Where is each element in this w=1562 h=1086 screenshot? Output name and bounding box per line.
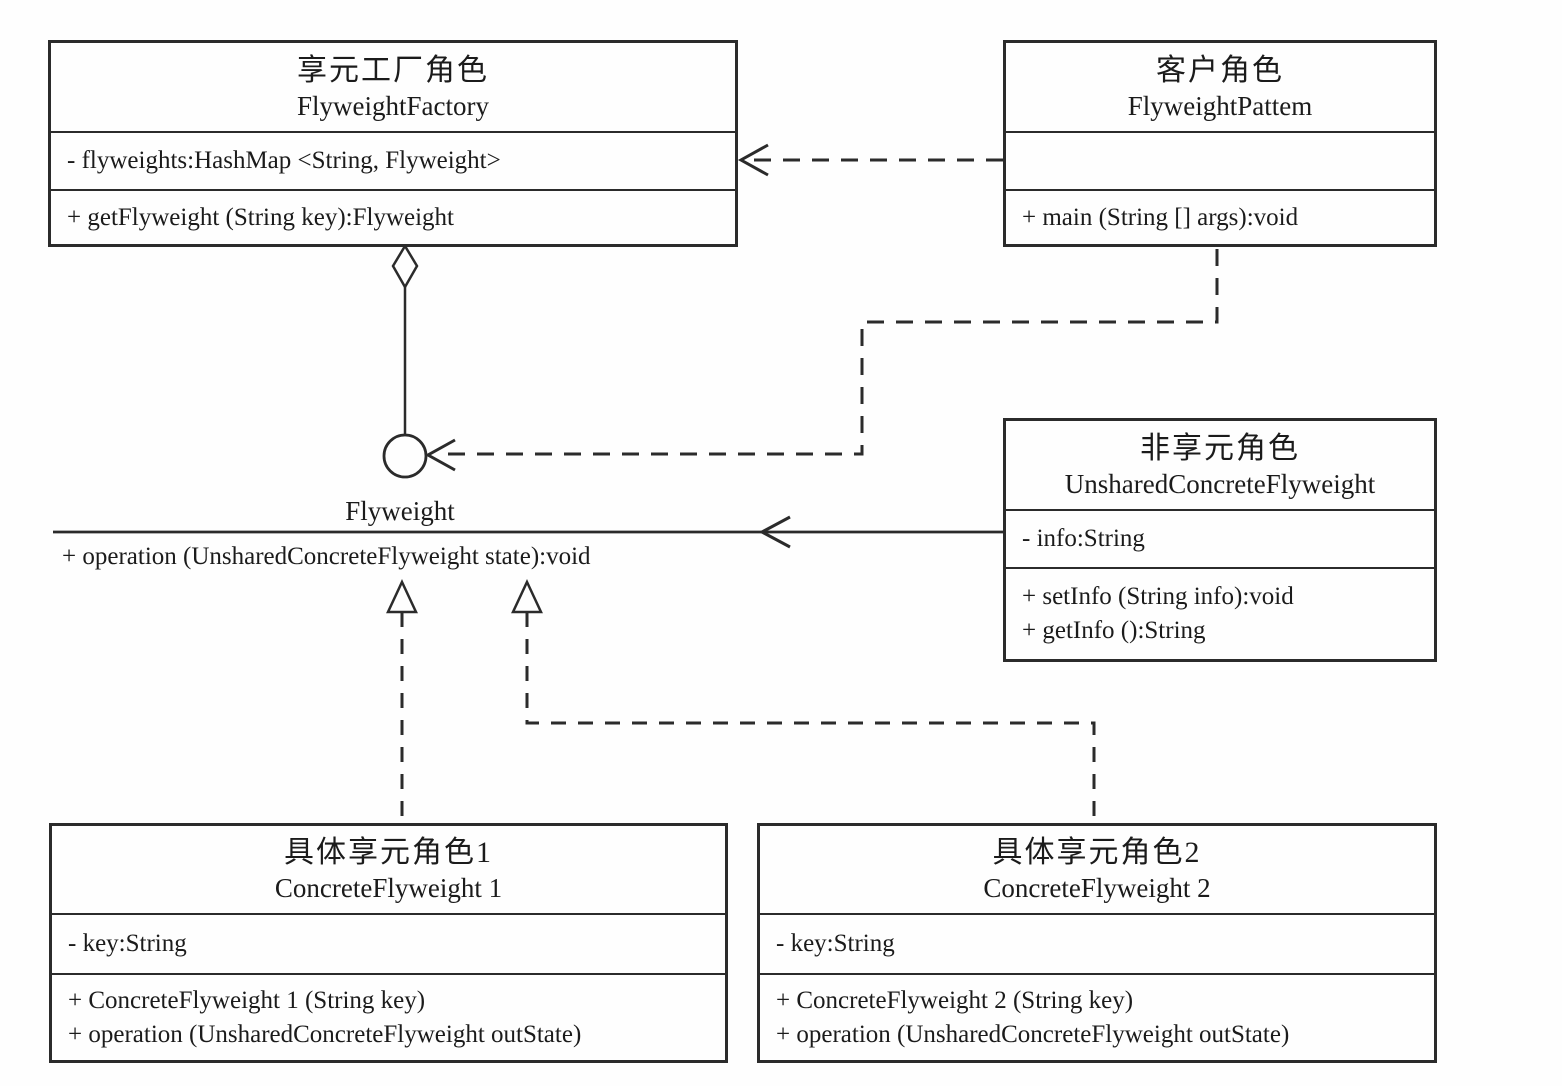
- class-attributes-section: [1006, 131, 1434, 189]
- class-methods-section: + ConcreteFlyweight 1 (String key) + ope…: [52, 973, 725, 1060]
- class-attributes-section: - key:String: [760, 913, 1434, 973]
- generalization-triangle-icon: [511, 579, 543, 614]
- method: + operation (UnsharedConcreteFlyweight o…: [776, 1020, 1290, 1048]
- class-attributes-section: - key:String: [52, 913, 725, 973]
- interface-operation-label: + operation (UnsharedConcreteFlyweight s…: [62, 543, 591, 570]
- method: + ConcreteFlyweight 2 (String key): [776, 986, 1134, 1014]
- realization-concrete2-to-interface: [511, 579, 1096, 823]
- attribute: - info:String: [1022, 525, 1145, 552]
- class-name-zh: 具体享元角色2: [992, 836, 1202, 869]
- attribute: - key:String: [776, 930, 895, 957]
- interface-line-and-association: [53, 515, 1003, 549]
- class-name-zh: 客户角色: [1156, 53, 1284, 87]
- interface-lollipop-icon: [382, 433, 428, 479]
- class-methods-section: + ConcreteFlyweight 2 (String key) + ope…: [760, 973, 1434, 1060]
- class-attributes-section: - info:String: [1006, 509, 1434, 567]
- class-name-en: FlyweightFactory: [297, 90, 489, 121]
- generalization-triangle-icon: [386, 579, 418, 614]
- realization-concrete1-to-interface: [386, 579, 418, 823]
- class-box-unshared-concrete-flyweight: 非享元角色 UnsharedConcreteFlyweight - info:S…: [1003, 418, 1437, 662]
- class-methods-section: + setInfo (String info):void + getInfo (…: [1006, 567, 1434, 659]
- attribute: - flyweights:HashMap <String, Flyweight>: [67, 147, 501, 174]
- class-methods-section: + getFlyweight (String key):Flyweight: [51, 189, 735, 244]
- open-arrowhead-icon: [424, 438, 456, 472]
- class-box-client: 客户角色 FlyweightPattem + main (String [] a…: [1003, 40, 1437, 247]
- class-name-en: ConcreteFlyweight 1: [274, 873, 503, 903]
- class-name-en: UnsharedConcreteFlyweight: [1064, 468, 1376, 499]
- method: + main (String [] args):void: [1022, 203, 1299, 231]
- class-name-zh: 非享元角色: [1140, 431, 1300, 465]
- attribute: - key:String: [68, 930, 187, 957]
- class-title-section: 客户角色 FlyweightPattem: [1006, 43, 1434, 131]
- dependency-client-to-factory: [737, 143, 1003, 177]
- interface-name-label: Flyweight: [345, 496, 455, 526]
- method: + operation (UnsharedConcreteFlyweight o…: [68, 1020, 582, 1048]
- class-box-concrete-flyweight-2: 具体享元角色2 ConcreteFlyweight 2 - key:String…: [757, 823, 1437, 1063]
- open-arrowhead-icon: [737, 143, 769, 177]
- class-box-concrete-flyweight-1: 具体享元角色1 ConcreteFlyweight 1 - key:String…: [49, 823, 728, 1063]
- method: + setInfo (String info):void: [1022, 583, 1294, 610]
- class-box-flyweight-factory: 享元工厂角色 FlyweightFactory - flyweights:Has…: [48, 40, 738, 247]
- open-arrowhead-icon: [758, 515, 791, 549]
- class-attributes-section: - flyweights:HashMap <String, Flyweight>: [51, 131, 735, 189]
- class-title-section: 具体享元角色2 ConcreteFlyweight 2: [760, 826, 1434, 913]
- class-name-zh: 具体享元角色1: [284, 836, 493, 869]
- class-methods-section: + main (String [] args):void: [1006, 189, 1434, 244]
- class-name-en: FlyweightPattem: [1127, 90, 1313, 121]
- class-title-section: 享元工厂角色 FlyweightFactory: [51, 43, 735, 131]
- class-title-section: 具体享元角色1 ConcreteFlyweight 1: [52, 826, 725, 913]
- method: + getInfo ():String: [1022, 617, 1206, 644]
- aggregation-factory-to-interface: [382, 243, 428, 479]
- class-name-zh: 享元工厂角色: [297, 53, 489, 87]
- dependency-client-to-interface: [424, 249, 1219, 472]
- class-title-section: 非享元角色 UnsharedConcreteFlyweight: [1006, 421, 1434, 509]
- class-name-en: ConcreteFlyweight 2: [983, 873, 1211, 903]
- method: + ConcreteFlyweight 1 (String key): [68, 986, 426, 1014]
- method: + getFlyweight (String key):Flyweight: [67, 203, 454, 231]
- aggregation-diamond-icon: [391, 243, 419, 290]
